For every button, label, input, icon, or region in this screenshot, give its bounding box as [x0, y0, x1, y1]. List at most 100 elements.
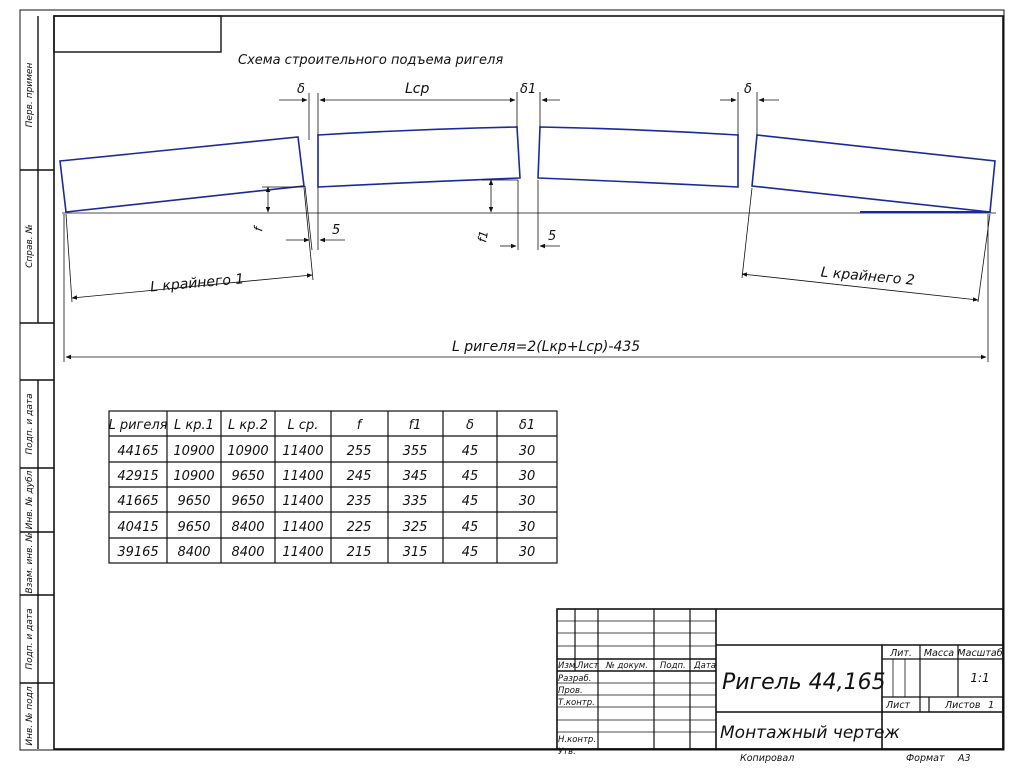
beam-segments	[59, 126, 996, 213]
table-cell: 45	[462, 520, 479, 535]
data-table: L ригеля L кр.1 L кр.2 L ср. f f1 δ δ1 4…	[108, 410, 558, 564]
tb-col-list: Лист	[576, 661, 600, 671]
table-header: L кр.1	[174, 418, 214, 433]
tb-role-ncontrol: Н.контр.	[558, 735, 596, 745]
side-stamp-3: Подп. и дата	[25, 393, 35, 454]
table-cell: 8400	[231, 520, 264, 535]
label-f: f	[251, 224, 266, 232]
table-cell: 30	[519, 545, 536, 560]
table-cell: 235	[347, 494, 372, 509]
top-left-stamp-box	[53, 15, 222, 53]
side-stamp-2: Справ. №	[25, 224, 35, 268]
table-cell: 11400	[282, 444, 323, 459]
table-cell: 9650	[231, 469, 264, 484]
table-cell: 345	[403, 469, 428, 484]
table-row: 40415 9650 8400 11400 225 325 45 30	[117, 520, 535, 535]
gap-delta-left	[279, 93, 319, 140]
footer-copied: Копировал	[740, 753, 794, 764]
table-cell: 45	[462, 444, 479, 459]
table-cell: 11400	[282, 494, 323, 509]
side-stamp-6: Подп. и дата	[25, 608, 35, 669]
table-cell: 45	[462, 494, 479, 509]
table-cell: 42915	[117, 469, 158, 484]
sheet-outer-border	[19, 9, 1005, 751]
table-row: 39165 8400 8400 11400 215 315 45 30	[117, 545, 535, 560]
table-cell: 8400	[231, 545, 264, 560]
tb-col-date: Дата	[693, 661, 716, 671]
table-cell: 355	[403, 444, 428, 459]
table-cell: 10900	[173, 469, 214, 484]
side-stamp-1: Перв. примен	[25, 63, 35, 128]
table-cell: 10900	[173, 444, 214, 459]
side-stamp-5: Взам. инв. №	[25, 532, 35, 593]
label-five-right: 5	[548, 229, 556, 244]
tb-sheets-count: 1	[988, 700, 994, 711]
dimension-l-extreme-1	[65, 187, 314, 303]
table-row: 41665 9650 9650 11400 235 335 45 30	[117, 494, 535, 509]
dimension-l-extreme-2	[741, 187, 991, 303]
tb-role-tcontrol: Т.контр.	[558, 698, 595, 708]
dimension-lcp	[319, 92, 518, 128]
table-cell: 45	[462, 469, 479, 484]
label-delta-right: δ	[744, 82, 752, 97]
label-l-extreme-1: L крайнего 1	[150, 271, 245, 295]
title-block-grid	[556, 608, 1004, 750]
side-stamps	[20, 16, 54, 749]
table-cell: 11400	[282, 545, 323, 560]
table-cell: 44165	[117, 444, 158, 459]
label-delta1: δ1	[520, 82, 536, 97]
table-cell: 245	[347, 469, 372, 484]
table-cell: 41665	[117, 494, 158, 509]
dimension-l-total	[63, 214, 989, 362]
side-stamp-4: Инв. № дубл	[25, 470, 35, 529]
tb-scale-label: Масштаб	[957, 648, 1002, 659]
data-table-grid	[108, 410, 558, 564]
tb-lit-label: Лит.	[889, 648, 912, 659]
gap-delta-right	[720, 92, 779, 136]
table-cell: 10900	[227, 444, 268, 459]
table-header: δ	[466, 418, 474, 433]
table-cell: 30	[519, 494, 536, 509]
beam-middle-right	[537, 126, 739, 188]
table-header: L ср.	[288, 418, 319, 433]
tb-sheet-label: Лист	[885, 700, 911, 711]
table-cell: 215	[347, 545, 372, 560]
tb-col-izm: Изм.	[558, 661, 578, 671]
label-f1: f1	[475, 229, 491, 243]
table-cell: 11400	[282, 520, 323, 535]
tb-role-checker: Пров.	[558, 686, 583, 696]
label-five-left: 5	[332, 223, 340, 238]
table-cell: 11400	[282, 469, 323, 484]
table-cell: 39165	[117, 545, 158, 560]
table-cell: 30	[519, 520, 536, 535]
tb-doc-type: Монтажный чертеж	[720, 723, 900, 743]
label-delta-left: δ	[297, 82, 305, 97]
table-header-row: L ригеля L кр.1 L кр.2 L ср. f f1 δ δ1	[108, 418, 535, 433]
footer-format-label: Формат	[906, 753, 945, 764]
table-cell: 45	[462, 545, 479, 560]
tb-role-approved: Утв.	[558, 747, 576, 757]
tb-scale-value: 1:1	[970, 671, 989, 685]
beam-extreme-left	[59, 136, 305, 213]
table-cell: 9650	[231, 494, 264, 509]
table-row: 44165 10900 10900 11400 255 355 45 30	[117, 444, 535, 459]
tb-drawing-name: Ригель 44,165	[722, 670, 886, 695]
table-row: 42915 10900 9650 11400 245 345 45 30	[117, 469, 535, 484]
side-stamp-7: Инв. № подл	[25, 686, 35, 745]
title-block: Изм. Лист № докум. Подп. Дата Разраб. Пр…	[556, 608, 1004, 757]
table-cell: 9650	[177, 494, 210, 509]
table-cell: 8400	[177, 545, 210, 560]
table-header: f	[357, 418, 364, 433]
beam-extreme-right	[751, 134, 996, 213]
tb-mass-label: Масса	[924, 648, 954, 659]
tb-col-sign: Подп.	[660, 661, 686, 671]
dimension-five-left	[286, 185, 345, 251]
table-cell: 9650	[177, 520, 210, 535]
dimension-f1	[482, 179, 560, 250]
table-cell: 30	[519, 444, 536, 459]
gap-delta1	[539, 92, 560, 128]
footer-format-value: А3	[957, 753, 971, 764]
label-l-total: L ригеля=2(Lкр+Lср)-435	[452, 339, 640, 355]
